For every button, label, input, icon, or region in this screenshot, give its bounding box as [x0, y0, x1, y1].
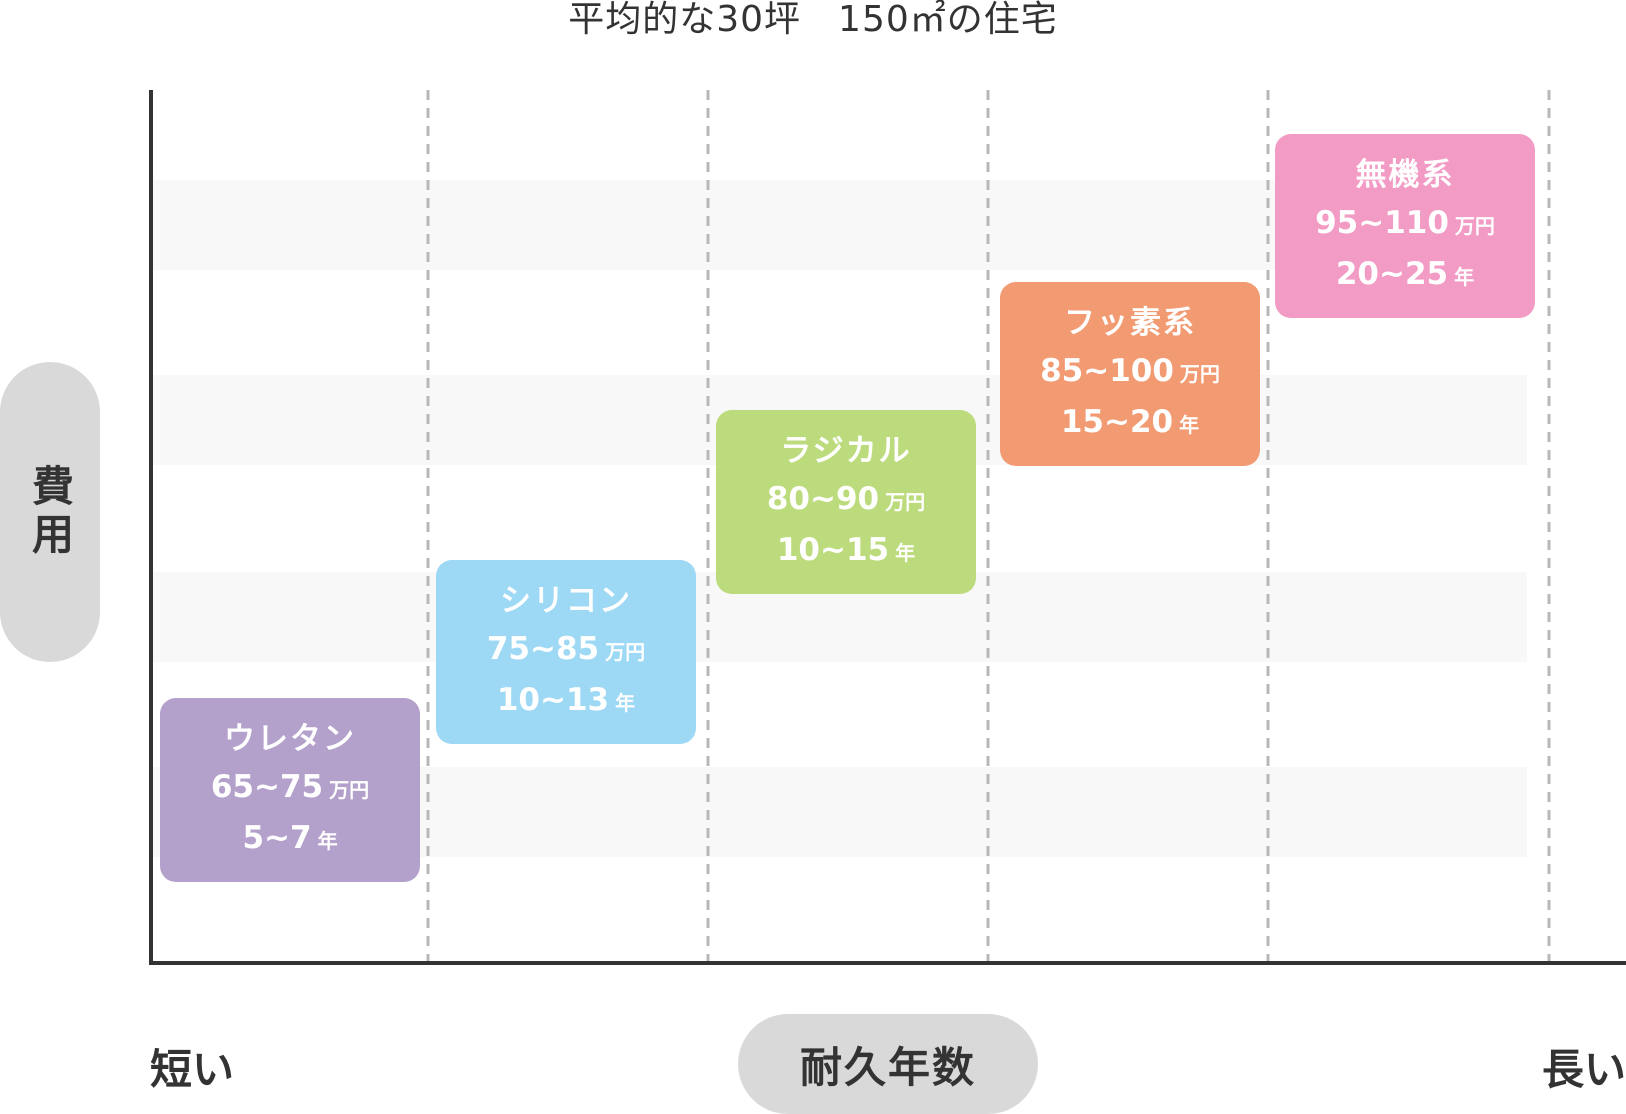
cost-value: 75~85 — [486, 631, 600, 667]
card-name: フッ素系 — [1064, 305, 1196, 341]
years-unit: 年 — [895, 541, 916, 565]
x-axis-start-label: 短い — [150, 1045, 235, 1094]
x-axis-title-pill: 耐久年数 — [738, 1014, 1038, 1114]
y-axis-title: 費用 — [25, 464, 75, 560]
cost-value: 65~75 — [210, 769, 324, 805]
cost-value: 95~110 — [1315, 205, 1449, 241]
card-name: 無機系 — [1355, 157, 1455, 193]
years-unit: 年 — [1179, 413, 1200, 437]
x-axis-end-label: 長い — [1541, 1045, 1626, 1094]
chart-title: 平均的な30坪 150㎡の住宅 — [568, 0, 1058, 40]
cost-unit: 万円 — [329, 778, 370, 802]
card-name: ラジカル — [780, 433, 912, 469]
years-unit: 年 — [615, 691, 636, 715]
cost-value: 85~100 — [1040, 353, 1174, 389]
cost-unit: 万円 — [885, 490, 926, 514]
card-name: シリコン — [500, 583, 632, 619]
y-axis-title-pill: 費用 — [0, 362, 100, 662]
years-value: 15~20 — [1060, 404, 1174, 440]
card-name: ウレタン — [224, 721, 356, 757]
cost-value: 80~90 — [766, 481, 880, 517]
cost-unit: 万円 — [1454, 214, 1495, 238]
years-value: 5~7 — [242, 820, 312, 856]
years-value: 10~15 — [776, 532, 890, 568]
years-unit: 年 — [1454, 265, 1475, 289]
cost-unit: 万円 — [1179, 362, 1220, 386]
years-value: 20~25 — [1335, 256, 1449, 292]
years-value: 10~13 — [496, 682, 610, 718]
x-axis-title: 耐久年数 — [799, 1042, 976, 1092]
cost-unit: 万円 — [605, 640, 646, 664]
years-unit: 年 — [317, 829, 338, 853]
